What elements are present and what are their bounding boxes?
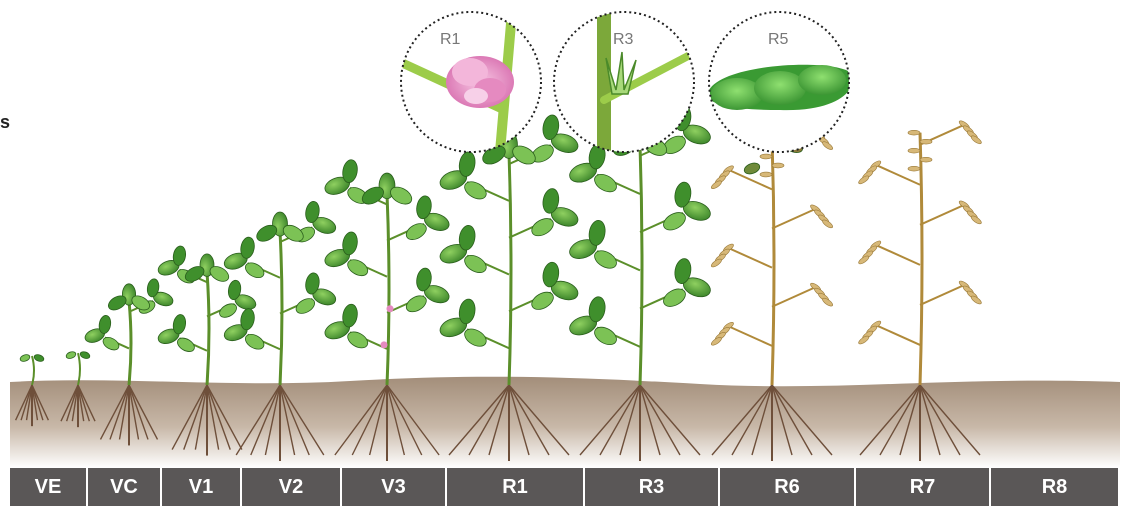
stage-label-v2: V2: [242, 468, 340, 506]
inset-r5: R5: [708, 12, 853, 152]
stage-label-ve: VE: [10, 468, 86, 506]
stage-label-r3: R3: [585, 468, 718, 506]
soil-band: [10, 377, 1120, 468]
inset-r1: R1: [400, 12, 541, 152]
stage-label-r8: R8: [991, 468, 1118, 506]
stage-label-v3: V3: [342, 468, 445, 506]
stage-label-vc: VC: [88, 468, 160, 506]
stage-label-bar: VE VC V1 V2 V3 R1 R3 R6 R7 R8: [0, 468, 1127, 506]
stage-label-v1: V1: [162, 468, 240, 506]
stage-label-r1: R1: [447, 468, 583, 506]
inset-label-r3: R3: [613, 31, 634, 48]
inset-r3: R3: [554, 12, 694, 152]
inset-label-r1: R1: [440, 31, 461, 48]
stage-label-r6: R6: [720, 468, 854, 506]
flower-closeup-icon: [446, 56, 514, 108]
edge-text-fragment: s: [0, 112, 10, 133]
stage-label-r7: R7: [856, 468, 989, 506]
inset-label-r5: R5: [768, 31, 789, 48]
